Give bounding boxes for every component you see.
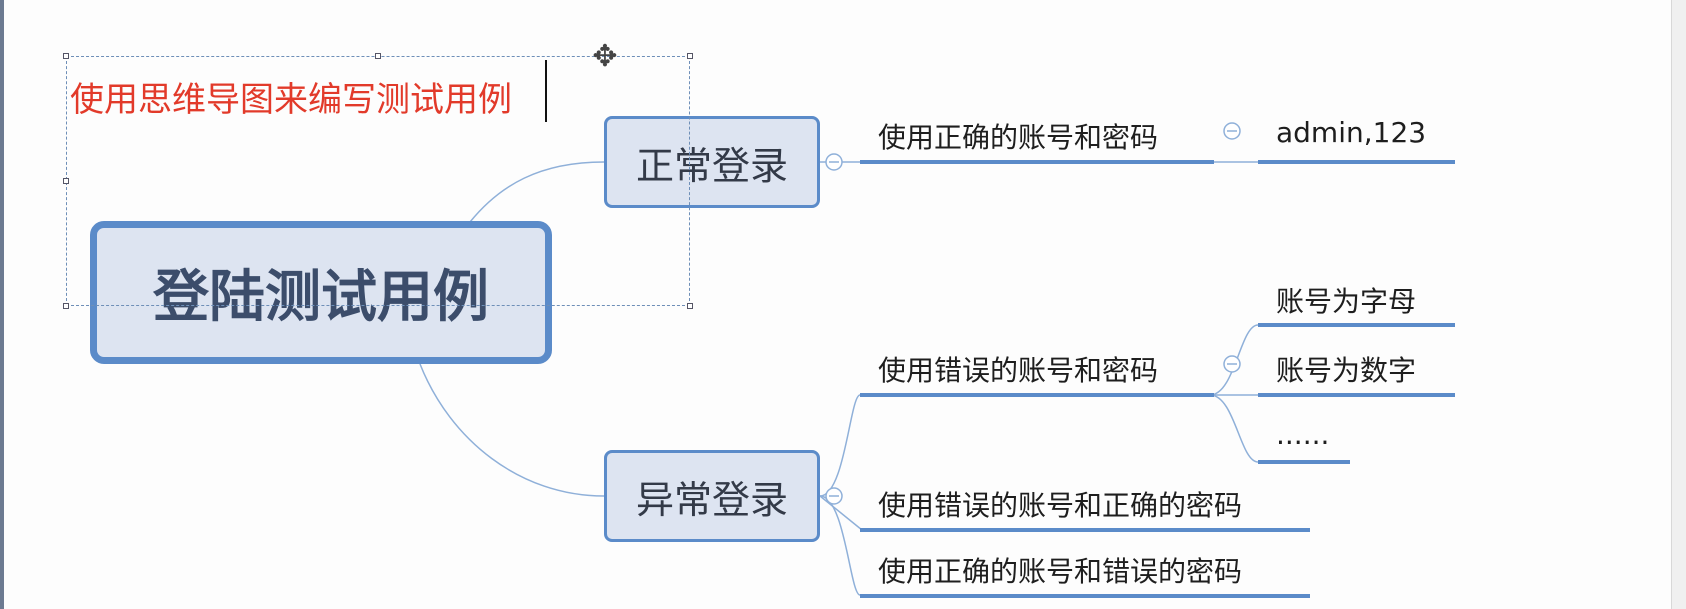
detail-more[interactable]: ...... <box>1276 418 1330 451</box>
connector-abnormal-case1 <box>819 394 862 497</box>
resize-handle[interactable] <box>687 53 693 59</box>
resize-handle[interactable] <box>63 303 69 309</box>
case-wrong-account-correct-password[interactable]: 使用错误的账号和正确的密码 <box>878 489 1243 522</box>
case-correct-credentials[interactable]: 使用正确的账号和密码 <box>878 121 1159 154</box>
connector-abnormal-case2 <box>819 495 863 531</box>
vertical-scrollbar[interactable] <box>1671 0 1686 609</box>
text-cursor <box>545 60 547 122</box>
detail-admin-123[interactable]: admin,123 <box>1276 116 1427 149</box>
connector-root-normal <box>469 161 605 223</box>
left-window-edge <box>0 0 4 609</box>
branch-node-abnormal-login[interactable]: 异常登录 <box>604 450 820 542</box>
connector-abnormal-case3 <box>819 495 862 596</box>
branch-node-normal-login[interactable]: 正常登录 <box>604 116 820 208</box>
case-correct-account-wrong-password[interactable]: 使用正确的账号和错误的密码 <box>878 555 1243 588</box>
resize-handle[interactable] <box>63 53 69 59</box>
resize-handle[interactable] <box>63 178 69 184</box>
floating-title-text[interactable]: 使用思维导图来编写测试用例 <box>70 80 512 120</box>
connector-root-abnormal <box>419 363 605 497</box>
resize-handle[interactable] <box>687 303 693 309</box>
detail-account-letters[interactable]: 账号为字母 <box>1276 285 1417 318</box>
connector-wrong-detail3 <box>1209 394 1259 463</box>
detail-account-digits[interactable]: 账号为数字 <box>1276 354 1417 387</box>
move-cursor-icon[interactable]: ✥ <box>592 39 618 74</box>
case-wrong-credentials[interactable]: 使用错误的账号和密码 <box>878 354 1159 387</box>
resize-handle[interactable] <box>375 53 381 59</box>
root-node[interactable]: 登陆测试用例 <box>90 221 552 364</box>
